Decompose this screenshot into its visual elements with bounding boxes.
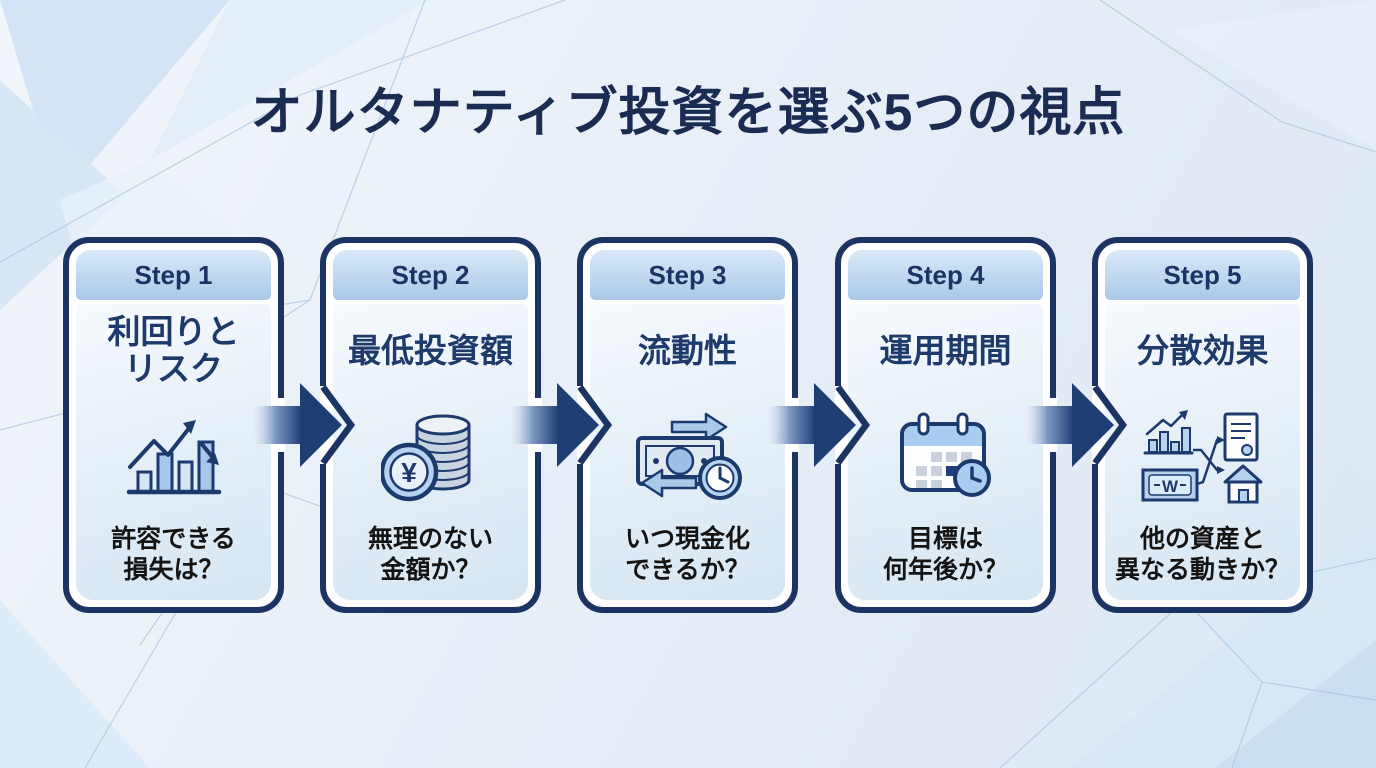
asset-diversification-icon: W bbox=[1141, 405, 1265, 507]
calendar-clock-icon bbox=[896, 405, 996, 507]
step-4-title: 運用期間 bbox=[879, 331, 1012, 369]
step-1-badge: Step 1 bbox=[76, 250, 271, 300]
step-2-question: 無理のない 金額か？ bbox=[367, 524, 493, 584]
step-1-question: 許容できる 損失は？ bbox=[111, 524, 236, 584]
step-2-body: 最低投資額 ¥ 無理のない 金額か？ bbox=[333, 304, 528, 600]
coin-stack-yen-icon: ¥ bbox=[380, 405, 481, 507]
step-4-badge: Step 4 bbox=[848, 250, 1043, 300]
step-card-5: Step 5 分散効果 W bbox=[1092, 237, 1313, 613]
step-1-body: 利回りと リスク 許容できる 損失は？ bbox=[76, 304, 271, 600]
step-3-badge: Step 3 bbox=[590, 250, 785, 300]
page-title: オルタナティブ投資を選ぶ5つの視点 bbox=[250, 84, 1126, 142]
step-1-title: 利回りと リスク bbox=[107, 313, 240, 387]
step-card-1: Step 1 利回りと リスク 許容できる 損失は？ bbox=[63, 237, 284, 613]
won-glyph: W bbox=[1161, 477, 1178, 496]
step-card-3: Step 3 流動性 いつ現金化 できるか？ bbox=[577, 237, 798, 613]
step-5-body: 分散効果 W bbox=[1105, 304, 1300, 600]
step-2-badge: Step 2 bbox=[333, 250, 528, 300]
step-3-body: 流動性 いつ現金化 できるか？ bbox=[590, 304, 785, 600]
step-card-2: Step 2 最低投資額 ¥ 無理のない 金額か？ bbox=[320, 237, 541, 613]
yen-glyph: ¥ bbox=[401, 457, 417, 488]
step-2-title: 最低投資額 bbox=[348, 331, 513, 369]
bar-chart-risk-icon bbox=[124, 405, 224, 507]
step-5-question: 他の資産と 異なる動きか？ bbox=[1114, 524, 1290, 584]
step-3-question: いつ現金化 できるか？ bbox=[624, 524, 750, 584]
step-5-title: 分散効果 bbox=[1136, 331, 1269, 369]
step-3-title: 流動性 bbox=[638, 331, 737, 369]
step-card-4: Step 4 運用期間 目標は 何年後か？ bbox=[835, 237, 1056, 613]
step-5-badge: Step 5 bbox=[1105, 250, 1300, 300]
step-4-question: 目標は 何年後か？ bbox=[882, 524, 1008, 584]
step-4-body: 運用期間 目標は 何年後か？ bbox=[848, 304, 1043, 600]
banknote-clock-icon bbox=[632, 405, 744, 507]
